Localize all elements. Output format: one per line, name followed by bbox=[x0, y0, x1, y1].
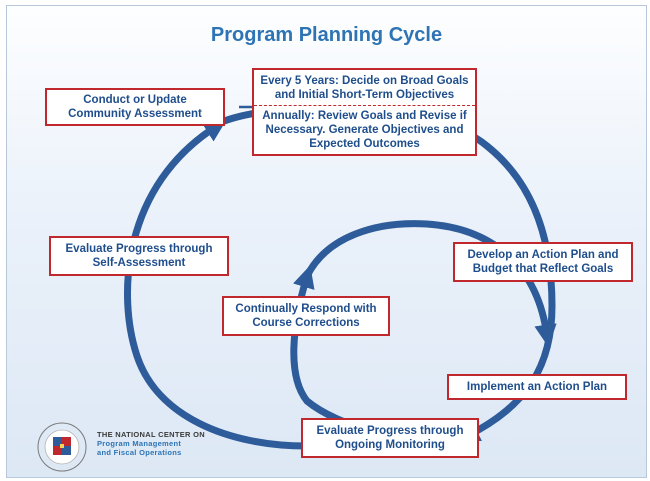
outer-cycle-arrow-left bbox=[123, 120, 308, 450]
ongoing-monitoring-box: Evaluate Progress through Ongoing Monito… bbox=[301, 418, 479, 458]
course-corrections-label: Continually Respond with Course Correcti… bbox=[235, 303, 377, 329]
dashed-divider bbox=[254, 104, 475, 106]
head-start-seal-logo bbox=[37, 422, 87, 472]
develop-action-plan-label: Develop an Action Plan and Budget that R… bbox=[467, 249, 619, 275]
logo-line-1: THE NATIONAL CENTER ON bbox=[97, 430, 205, 439]
goals-objectives-box: Every 5 Years: Decide on Broad Goals and… bbox=[252, 68, 477, 156]
page-title: Program Planning Cycle bbox=[210, 24, 443, 46]
slide: Program Planning Cycle Conduct or Update… bbox=[6, 5, 647, 478]
course-corrections-box: Continually Respond with Course Correcti… bbox=[222, 296, 390, 336]
annually-label: Annually: Review Goals and Revise if Nec… bbox=[262, 109, 467, 150]
conduct-assessment-box: Conduct or Update Community Assessment bbox=[45, 88, 225, 126]
logo-line-2: Program Management bbox=[97, 439, 182, 448]
self-assessment-label: Evaluate Progress through Self-Assessmen… bbox=[65, 243, 213, 269]
ongoing-monitoring-label: Evaluate Progress through Ongoing Monito… bbox=[316, 425, 464, 451]
every-5-years-label: Every 5 Years: Decide on Broad Goals and… bbox=[260, 74, 469, 101]
self-assessment-box: Evaluate Progress through Self-Assessmen… bbox=[49, 236, 229, 276]
develop-action-plan-box: Develop an Action Plan and Budget that R… bbox=[453, 242, 633, 282]
logo-text: THE NATIONAL CENTER ON Program Managemen… bbox=[97, 430, 205, 457]
implement-action-plan-box: Implement an Action Plan bbox=[447, 374, 627, 400]
conduct-assessment-label: Conduct or Update Community Assessment bbox=[68, 94, 202, 120]
implement-action-plan-label: Implement an Action Plan bbox=[466, 381, 608, 393]
logo-line-3: and Fiscal Operations bbox=[97, 448, 182, 457]
